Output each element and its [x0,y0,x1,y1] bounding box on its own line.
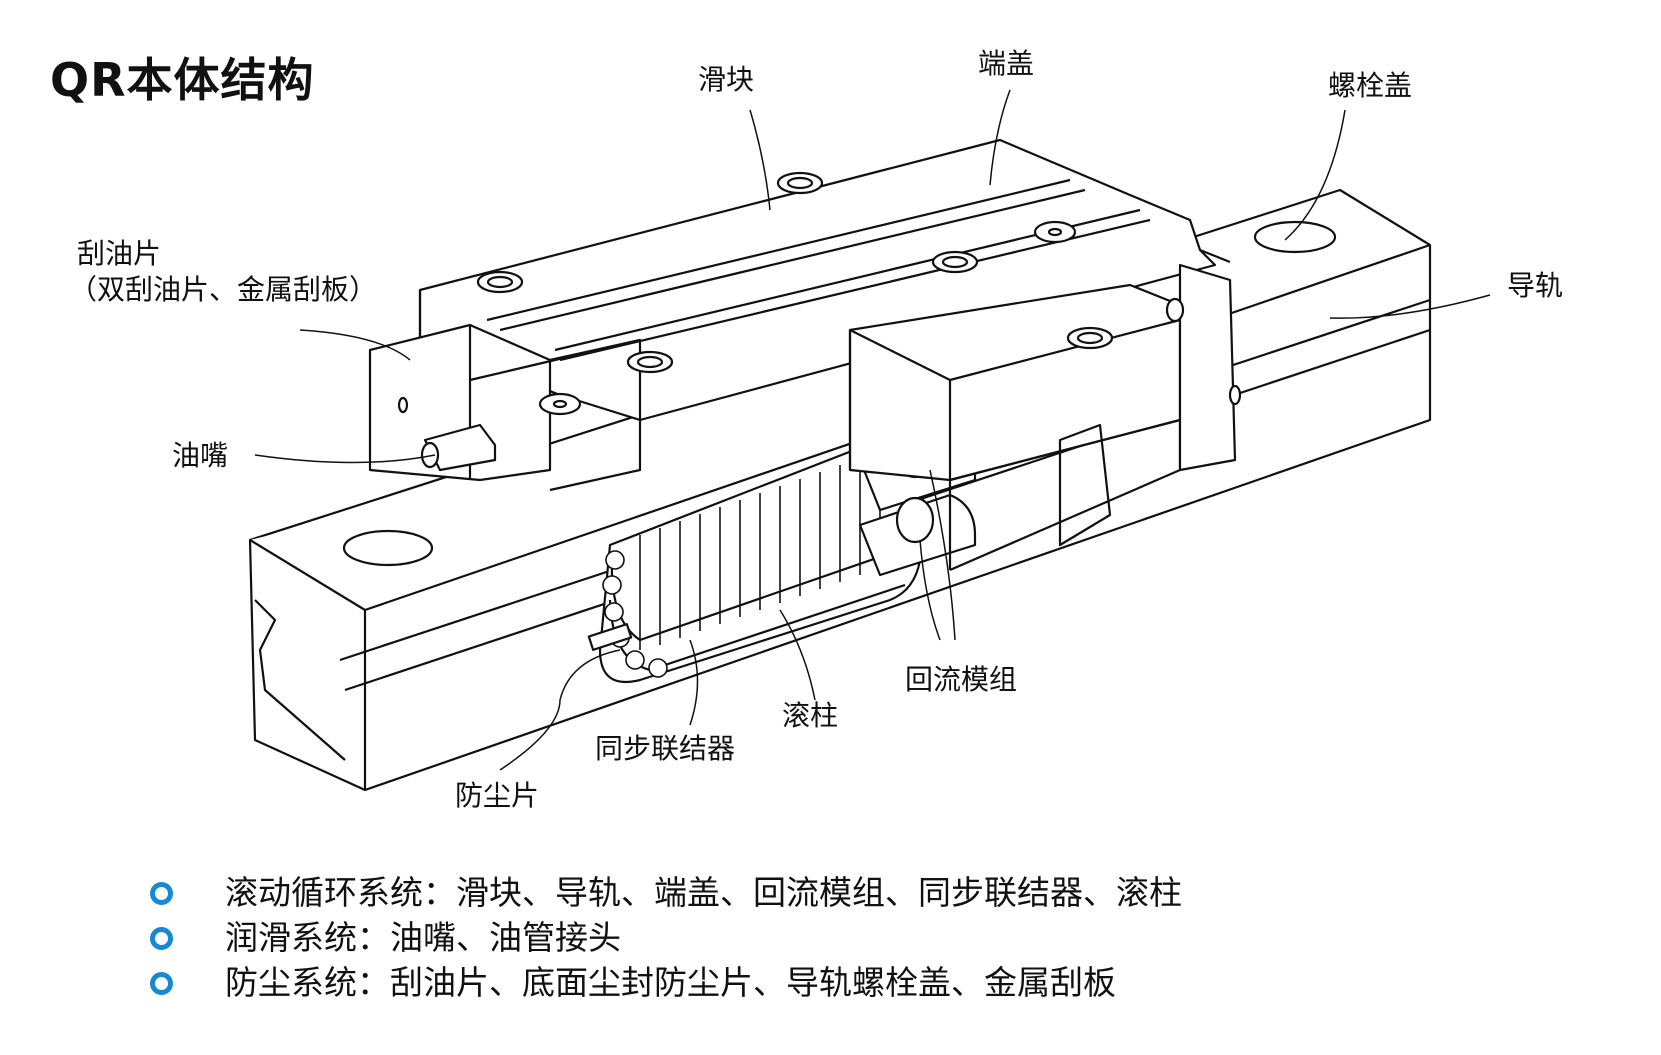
leader-lines [254,89,1491,771]
bullet-circle-icon [150,927,173,950]
label-roller: 滚柱 [782,699,839,732]
label-bolt-cap: 螺栓盖 [1328,69,1413,102]
label-grease-nipple: 油嘴 [172,439,229,472]
label-scraper: 刮油片 （双刮油片、金属刮板） [69,237,377,306]
rail-bolt-hole-front [342,529,434,567]
bullet-circle-icon [150,972,173,995]
page-title: QR本体结构 [50,53,315,107]
label-retainer: 同步联结器 [595,732,736,765]
label-scraper-line2: （双刮油片、金属刮板） [69,273,378,307]
list-item-text: 润滑系统：油嘴、油管接头 [225,918,621,957]
label-dust-seal: 防尘片 [455,779,540,812]
label-rail: 导轨 [1507,269,1564,302]
label-scraper-line1: 刮油片 [77,237,162,270]
label-end-cap: 端盖 [978,47,1035,80]
label-recirculation-module: 回流模组 [905,663,1018,696]
list-item-text: 防尘系统：刮油片、底面尘封防尘片、导轨螺栓盖、金属刮板 [225,963,1116,1002]
label-slider: 滑块 [698,63,755,96]
grease-nipple [423,423,497,472]
list-item-text: 滚动循环系统：滑块、导轨、端盖、回流模组、同步联结器、滚柱 [225,873,1182,912]
slider-block [368,138,1242,572]
rail-bolt-hole-rear [1253,220,1337,254]
bullet-circle-icon [150,882,173,905]
